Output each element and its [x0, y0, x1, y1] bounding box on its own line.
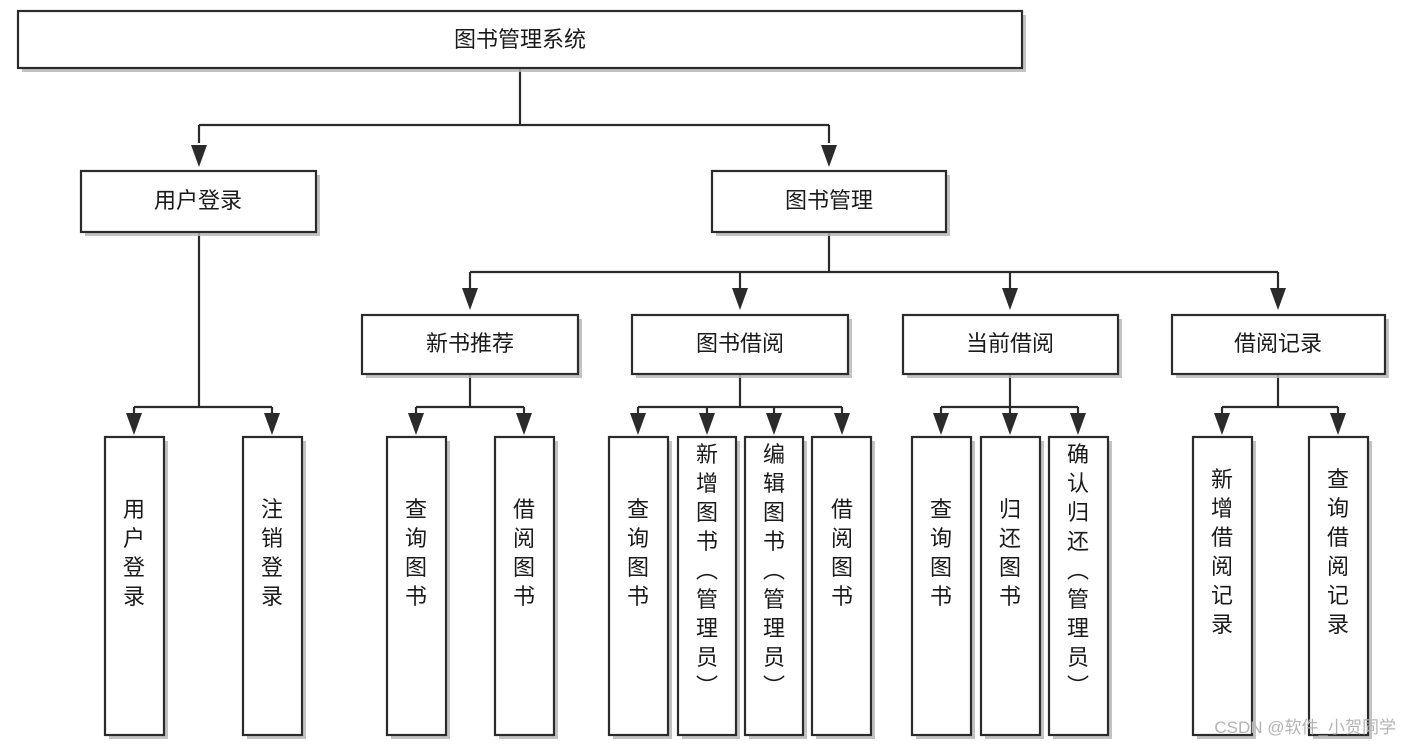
node-leaf-query-book-3[interactable]: 查询图书 — [910, 435, 975, 739]
node-leaf-confirm-return-box — [1047, 435, 1110, 737]
node-leaf-query-book-3-box — [910, 435, 973, 737]
node-current-borrow[interactable]: 当前借阅 — [901, 313, 1122, 378]
arrow-book-manage-to-current-borrow — [1002, 288, 1018, 310]
arrow-user-login-to-leaf-user-logout — [264, 413, 280, 435]
node-root[interactable]: 图书管理系统 — [16, 9, 1026, 72]
node-current-borrow-box — [901, 313, 1120, 376]
arrow-cb-to-confirm-return — [1070, 413, 1086, 435]
node-root-label: 图书管理系统 — [454, 27, 586, 52]
node-leaf-query-record-box — [1307, 435, 1370, 737]
node-leaf-user-logout-box — [241, 435, 304, 737]
arrow-root-to-user-login — [191, 145, 207, 167]
node-borrow-record[interactable]: 借阅记录 — [1170, 313, 1389, 378]
node-leaf-confirm-return[interactable]: 确认归还︵管理员︶ — [1047, 435, 1112, 739]
node-borrow-record-label: 借阅记录 — [1234, 331, 1322, 356]
connector-layer — [126, 68, 1346, 435]
node-leaf-add-book[interactable]: 新增图书︵管理员︶ — [676, 435, 740, 739]
node-leaf-query-book-2[interactable]: 查询图书 — [607, 435, 672, 739]
node-leaf-add-book-box — [676, 435, 738, 737]
arrow-bb-to-add-book — [699, 413, 715, 435]
node-leaf-edit-book-box — [743, 435, 805, 737]
node-leaf-borrow-book-1-box — [493, 435, 556, 737]
node-book-manage-label: 图书管理 — [785, 188, 873, 213]
node-leaf-borrow-book-2-label: 借阅图书 — [831, 497, 853, 609]
node-leaf-query-book-3-label: 查询图书 — [930, 497, 952, 609]
node-leaf-user-login[interactable]: 用户登录 — [103, 435, 168, 739]
node-leaf-return-book-label: 归还图书 — [999, 497, 1021, 609]
node-leaf-query-book-2-box — [607, 435, 670, 737]
node-leaf-return-book-box — [979, 435, 1042, 737]
arrow-book-manage-to-book-borrow — [732, 288, 748, 310]
node-user-login-label: 用户登录 — [154, 188, 242, 213]
arrow-cb-to-return-book — [1002, 413, 1018, 435]
node-leaf-borrow-book-1-label: 借阅图书 — [513, 497, 535, 609]
node-leaf-query-book-1[interactable]: 查询图书 — [385, 435, 450, 739]
node-root-box — [16, 9, 1024, 70]
node-leaf-query-book-2-label: 查询图书 — [627, 497, 649, 609]
node-leaf-edit-book[interactable]: 编辑图书︵管理员︶ — [743, 435, 807, 739]
node-new-book-recommend-label: 新书推荐 — [426, 331, 514, 356]
node-leaf-user-login-label: 用户登录 — [123, 497, 145, 609]
arrow-br-to-query-record — [1330, 413, 1346, 435]
node-leaf-query-book-1-box — [385, 435, 448, 737]
node-book-manage[interactable]: 图书管理 — [710, 169, 950, 236]
arrow-user-login-to-leaf-user-login — [126, 413, 142, 435]
arrow-cb-to-query-book — [933, 413, 949, 435]
watermark-label: CSDN @软件_小贺同学 — [1214, 718, 1396, 737]
node-current-borrow-label: 当前借阅 — [966, 331, 1054, 356]
node-leaf-borrow-book-2-box — [810, 435, 873, 737]
node-leaf-user-logout[interactable]: 注销登录 — [241, 435, 306, 739]
arrow-nbr-to-borrow-book — [516, 413, 532, 435]
arrow-root-to-book-manage — [821, 145, 837, 167]
node-leaf-query-book-1-label: 查询图书 — [405, 497, 427, 609]
node-new-book-recommend[interactable]: 新书推荐 — [360, 313, 582, 378]
node-leaf-confirm-return-label: 确认归还︵管理员︶ — [1067, 442, 1089, 699]
arrow-bb-to-borrow-book — [834, 413, 850, 435]
node-leaf-add-record[interactable]: 新增借阅记录 — [1191, 435, 1256, 739]
node-leaf-query-record[interactable]: 查询借阅记录 — [1307, 435, 1372, 739]
node-leaf-return-book[interactable]: 归还图书 — [979, 435, 1044, 739]
node-user-login-box — [79, 169, 318, 234]
node-new-book-recommend-box — [360, 313, 580, 376]
node-user-login[interactable]: 用户登录 — [79, 169, 320, 236]
node-book-borrow[interactable]: 图书借阅 — [630, 313, 852, 378]
arrow-bb-to-edit-book — [766, 413, 782, 435]
node-leaf-borrow-book-1[interactable]: 借阅图书 — [493, 435, 558, 739]
node-leaf-borrow-book-2[interactable]: 借阅图书 — [810, 435, 875, 739]
node-leaf-add-record-label: 新增借阅记录 — [1211, 467, 1233, 637]
node-leaf-user-login-box — [103, 435, 166, 737]
node-book-manage-box — [710, 169, 948, 234]
arrow-br-to-add-record — [1214, 413, 1230, 435]
node-book-borrow-box — [630, 313, 850, 376]
node-book-borrow-label: 图书借阅 — [696, 331, 784, 356]
node-leaf-query-record-label: 查询借阅记录 — [1327, 467, 1349, 637]
arrow-nbr-to-query-book — [408, 413, 424, 435]
node-leaf-user-logout-label: 注销登录 — [261, 497, 283, 609]
arrow-book-manage-to-new-book-recommend — [462, 288, 478, 310]
arrow-book-manage-to-borrow-record — [1270, 288, 1286, 310]
arrow-bb-to-query-book — [630, 413, 646, 435]
node-borrow-record-box — [1170, 313, 1387, 376]
node-leaf-edit-book-label: 编辑图书︵管理员︶ — [763, 442, 785, 699]
node-leaf-add-book-label: 新增图书︵管理员︶ — [696, 442, 718, 699]
node-leaf-add-record-box — [1191, 435, 1254, 737]
